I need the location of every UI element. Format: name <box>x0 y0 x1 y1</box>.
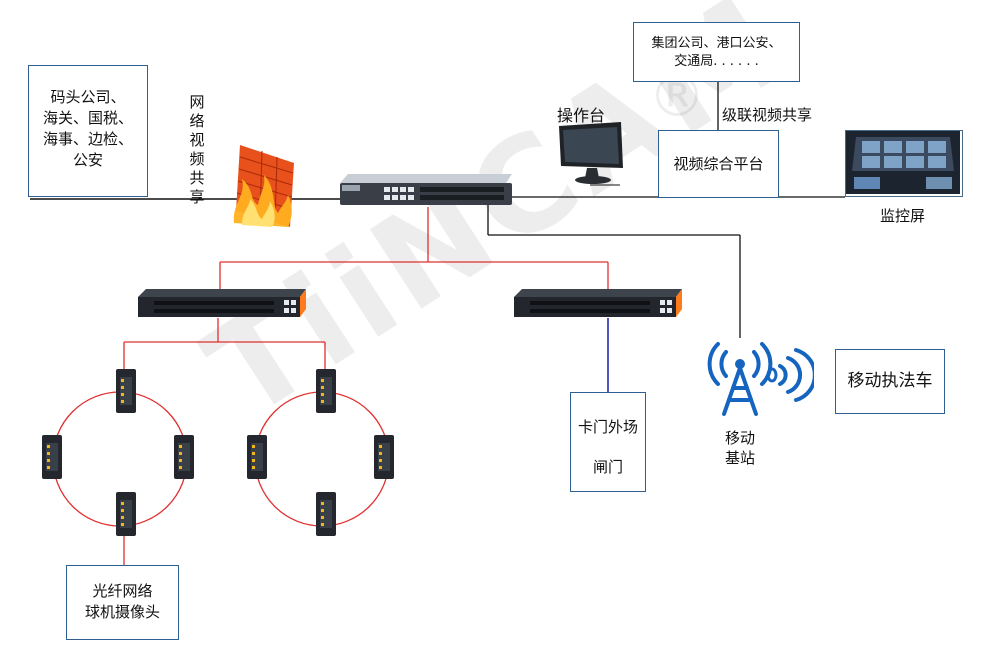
industrial-switch-icon <box>116 492 136 536</box>
antenna-icon <box>707 342 814 416</box>
terminal-partners-box: 码头公司、 海关、国税、 海事、边检、 公安 <box>28 65 148 197</box>
industrial-switch-icon <box>374 435 394 479</box>
camera-line: 球机摄像头 <box>84 603 160 621</box>
monitor-wall-label: 监控屏 <box>880 207 926 225</box>
gate-line: 闸门 <box>592 458 623 476</box>
vertical-char: 频 <box>189 150 205 168</box>
gate-line: 卡门外场 <box>577 418 638 436</box>
camera-line: 光纤网络 <box>92 582 153 600</box>
camera-box: 光纤网络 球机摄像头 <box>66 565 179 640</box>
industrial-switch-icon <box>316 492 336 536</box>
group-partners-box: 集团公司、港口公安、 交通局. . . . . . <box>633 22 800 82</box>
cascade-share-label: 级联视频共享 <box>722 106 813 124</box>
core-switch-icon <box>340 174 512 205</box>
base-station-line: 移动 <box>724 429 755 447</box>
vertical-char: 网 <box>189 93 205 111</box>
video-platform-label: 视频综合平台 <box>673 155 764 173</box>
video-platform-box: 视频综合平台 <box>658 130 779 198</box>
terminal-partners-line: 海事、边检、 <box>42 130 133 148</box>
base-station-label: 移动 基站 <box>720 428 760 468</box>
industrial-switch-icon <box>316 369 336 413</box>
base-station-line: 基站 <box>724 449 755 467</box>
terminal-partners-line: 海关、国税、 <box>42 109 133 127</box>
mobile-car-label: 移动执法车 <box>847 371 933 391</box>
vertical-char: 享 <box>189 188 205 206</box>
access-switch-icon <box>138 289 306 317</box>
vertical-char: 络 <box>189 112 205 130</box>
mobile-car-box: 移动执法车 <box>835 349 945 414</box>
vertical-char: 视 <box>189 131 205 149</box>
gate-box: 卡门外场 闸门 <box>570 392 646 492</box>
monitor-icon <box>559 122 623 184</box>
video-wall-icon <box>846 131 960 194</box>
group-partners-line: 交通局. . . . . . <box>674 54 759 69</box>
access-switch-icon <box>514 289 682 317</box>
video-share-vertical-label: 网 络 视 频 共 享 <box>187 93 207 207</box>
industrial-switch-icon <box>42 435 62 479</box>
vertical-char: 共 <box>189 169 205 187</box>
terminal-partners-line: 码头公司、 <box>50 88 126 106</box>
industrial-switch-icon <box>116 369 136 413</box>
group-partners-line: 集团公司、港口公安、 <box>651 36 782 51</box>
firewall-icon <box>233 145 294 227</box>
industrial-switch-icon <box>247 435 267 479</box>
video-wall-frame <box>845 130 963 197</box>
industrial-switch-icon <box>174 435 194 479</box>
console-label: 操作台 <box>557 106 606 125</box>
terminal-partners-line: 公安 <box>72 151 103 169</box>
